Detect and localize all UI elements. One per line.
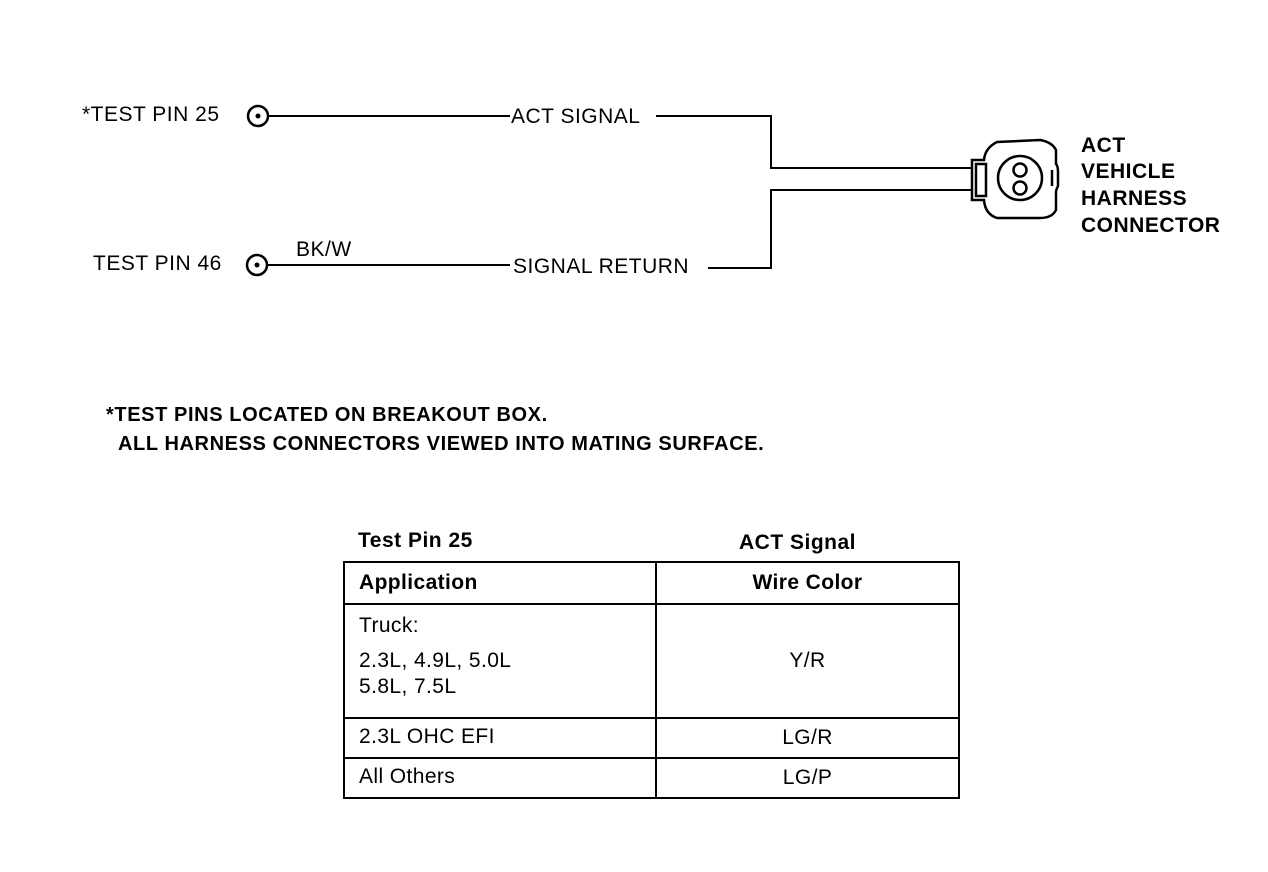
- test-pin-25-label: *TEST PIN 25: [82, 103, 220, 126]
- test-pin-25-terminal: [246, 104, 270, 128]
- table-row: All Others LG/P: [343, 757, 960, 799]
- wire-color-cell: Y/R: [655, 603, 960, 719]
- signal-return-label: SIGNAL RETURN: [513, 255, 690, 278]
- diagram-notes: *TEST PINS LOCATED ON BREAKOUT BOX. ALL …: [106, 401, 764, 459]
- connector-label-line-1: ACT: [1081, 134, 1126, 157]
- act-signal-wire: [268, 115, 972, 169]
- act-harness-connector: [970, 138, 1060, 220]
- table-row: 2.3L OHC EFI LG/R: [343, 717, 960, 759]
- note-line: *TEST PINS LOCATED ON BREAKOUT BOX.: [106, 404, 548, 426]
- table-header-row: Application Wire Color: [343, 561, 960, 605]
- column-header-application: Application: [343, 561, 657, 605]
- act-signal-label: ACT SIGNAL: [511, 105, 641, 128]
- connector-label-line-4: CONNECTOR: [1081, 214, 1221, 237]
- test-pin-46-terminal: [245, 253, 269, 277]
- application-line: 2.3L, 4.9L, 5.0L: [359, 649, 512, 672]
- table-row: Truck: 2.3L, 4.9L, 5.0L 5.8L, 7.5L Y/R: [343, 603, 960, 719]
- wire-color-table: Application Wire Color Truck: 2.3L, 4.9L…: [343, 561, 960, 799]
- application-title: Truck:: [359, 614, 419, 637]
- application-cell: Truck: 2.3L, 4.9L, 5.0L 5.8L, 7.5L: [343, 603, 657, 719]
- wire-color-label: BK/W: [296, 238, 352, 261]
- application-cell: 2.3L OHC EFI: [343, 717, 657, 759]
- wire-color-cell: LG/R: [655, 717, 960, 759]
- application-cell: All Others: [343, 757, 657, 799]
- table-left-heading: Test Pin 25: [358, 529, 473, 552]
- column-header-wire-color: Wire Color: [655, 561, 960, 605]
- note-line: ALL HARNESS CONNECTORS VIEWED INTO MATIN…: [118, 433, 765, 455]
- connector-label-line-2: VEHICLE: [1081, 160, 1176, 183]
- signal-return-wire: [267, 189, 972, 269]
- test-pin-46-label: TEST PIN 46: [93, 252, 222, 275]
- wire-color-cell: LG/P: [655, 757, 960, 799]
- connector-label-line-3: HARNESS: [1081, 187, 1188, 210]
- table-right-heading: ACT Signal: [739, 531, 857, 554]
- application-line: 5.8L, 7.5L: [359, 675, 457, 698]
